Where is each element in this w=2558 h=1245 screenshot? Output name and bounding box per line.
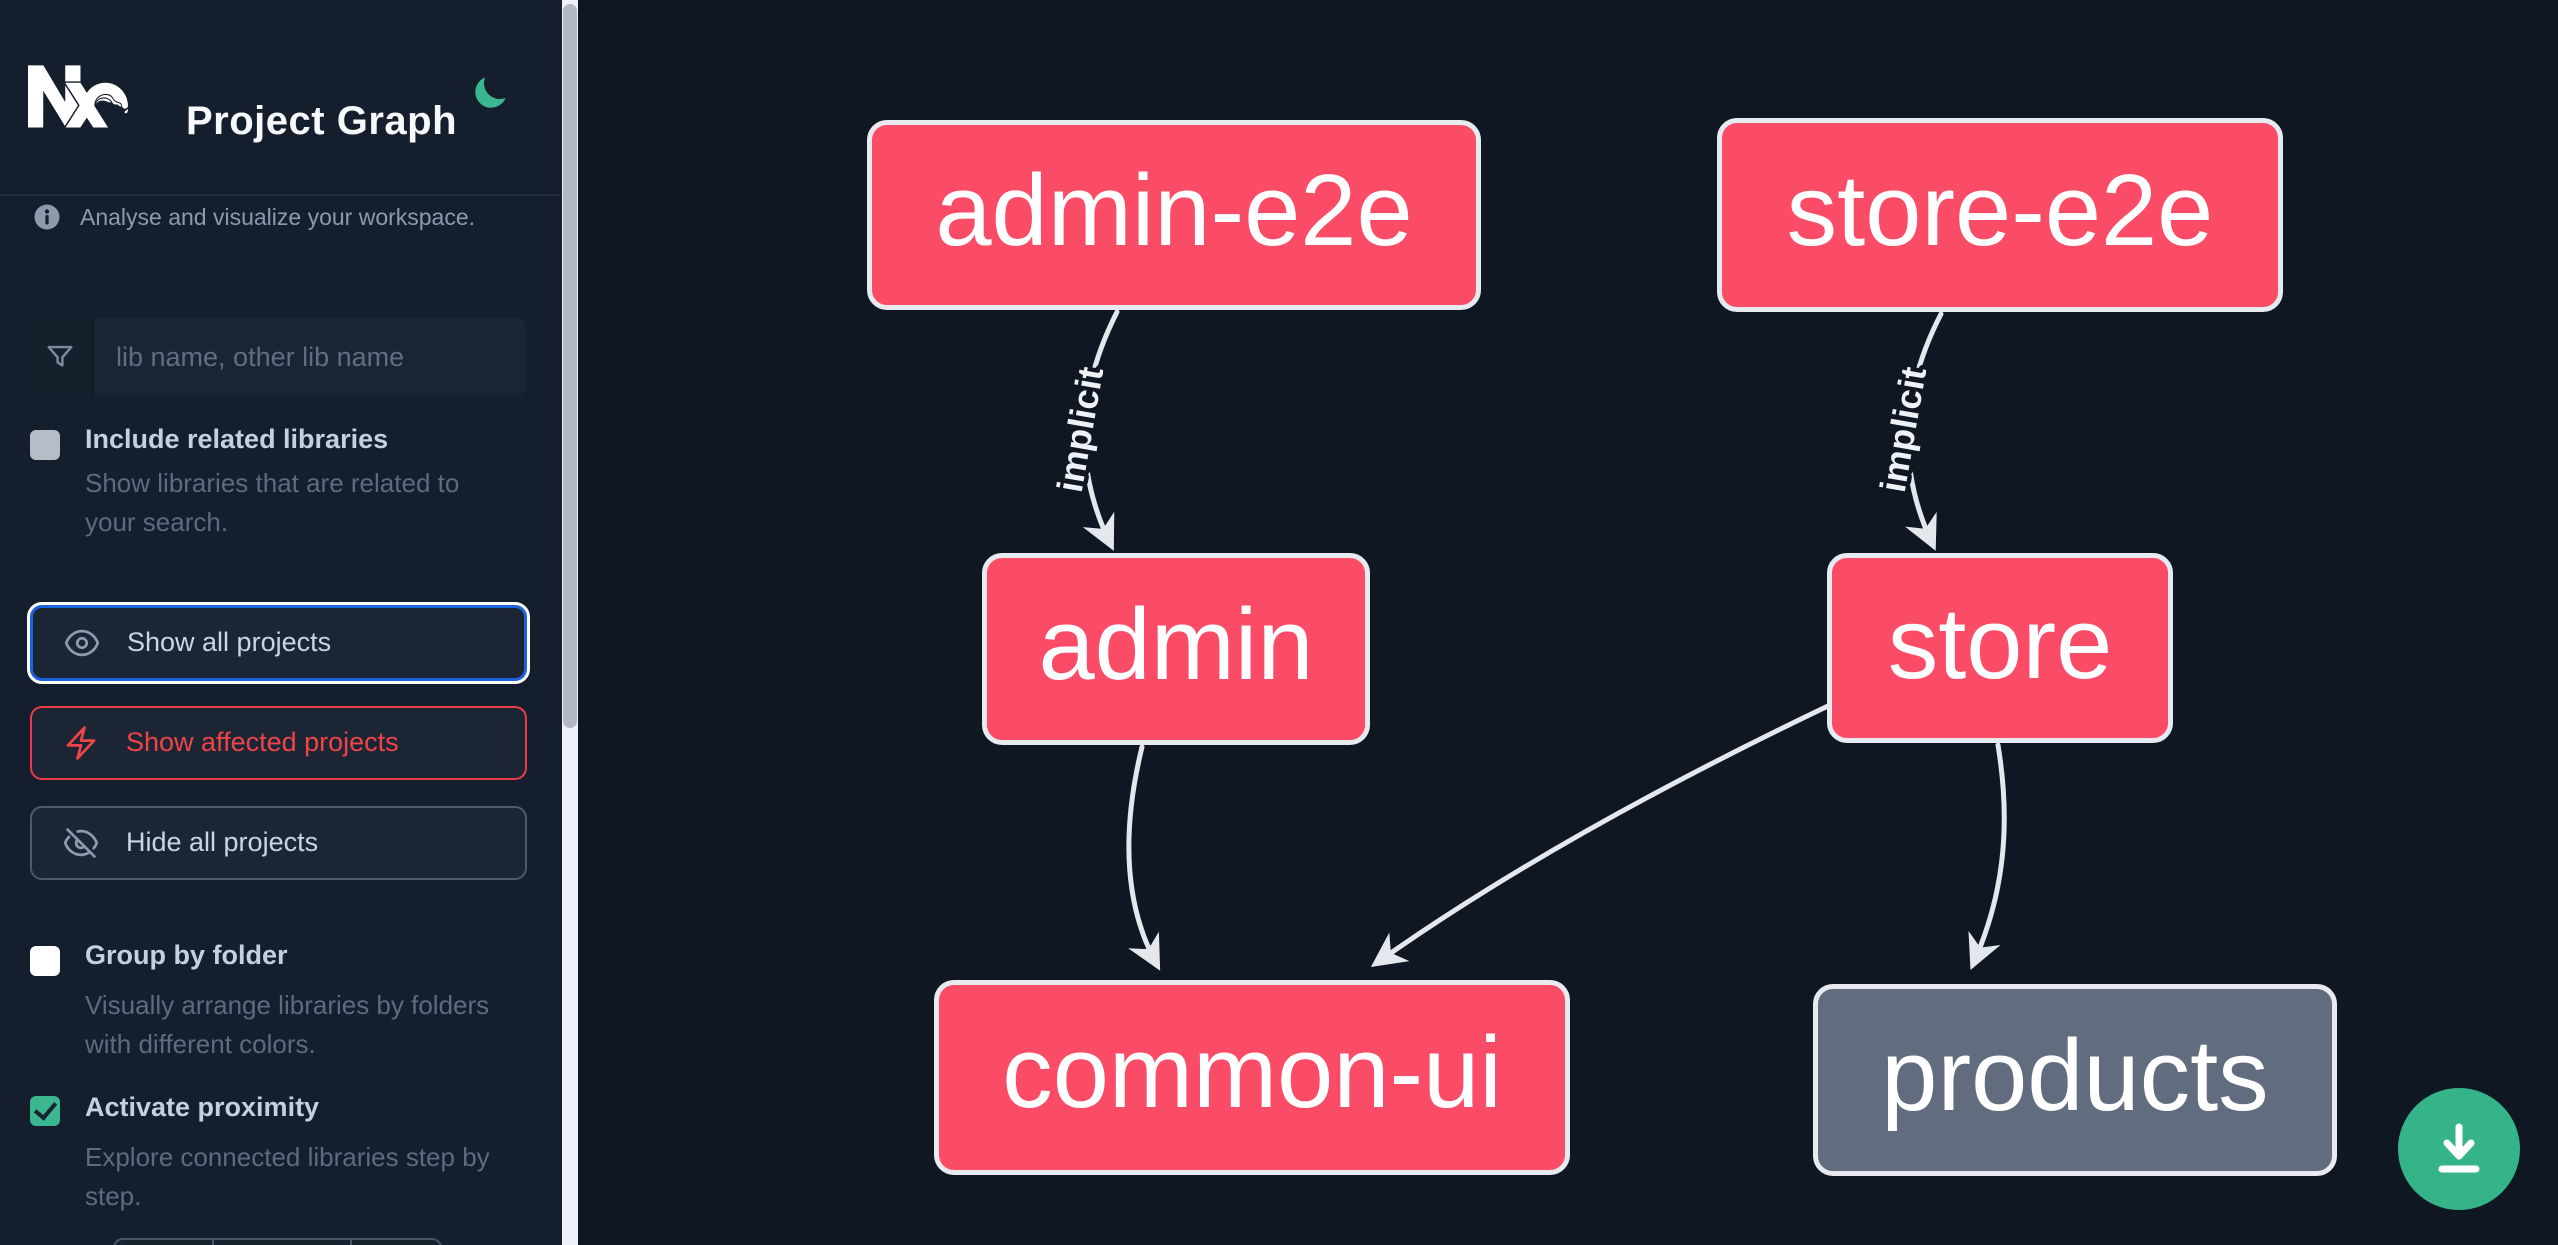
sidebar-scrollbar[interactable] — [562, 0, 578, 1245]
include-related-libraries-checkbox[interactable] — [30, 430, 60, 460]
node-label: admin-e2e — [935, 154, 1413, 267]
edge-admin-common-ui — [1126, 744, 1161, 971]
theme-toggle-button[interactable] — [468, 70, 514, 116]
hide-all-projects-button[interactable]: Hide all projects — [30, 806, 527, 880]
eye-off-icon — [63, 828, 99, 858]
activate-proximity-label[interactable]: Activate proximity — [85, 1092, 320, 1122]
show-all-projects-button[interactable]: Show all projects — [27, 602, 530, 684]
info-icon — [34, 204, 60, 230]
graph-node-store-e2e[interactable]: store-e2e — [1717, 118, 2283, 312]
search-bar — [28, 318, 526, 396]
include-related-libraries-label[interactable]: Include related libraries — [85, 424, 389, 454]
stepper-divider — [212, 1240, 214, 1245]
lightning-bolt-icon — [66, 726, 96, 760]
activate-proximity-checkbox[interactable] — [30, 1096, 60, 1126]
graph-node-admin[interactable]: admin — [982, 553, 1370, 745]
stepper-divider — [350, 1240, 352, 1245]
sidebar: Project Graph Analyse and visualize your… — [0, 0, 562, 1245]
filter-icon — [28, 318, 94, 396]
edge-label-implicit: implicit — [1872, 364, 1934, 495]
include-related-libraries-description: Show libraries that are related to your … — [85, 468, 460, 537]
eye-icon — [64, 629, 100, 657]
show-affected-projects-label: Show affected projects — [126, 726, 399, 757]
node-label: admin — [1038, 588, 1314, 701]
edge-label-implicit: implicit — [1049, 364, 1111, 495]
graph-node-store[interactable]: store — [1827, 553, 2173, 743]
graph-node-common-ui[interactable]: common-ui — [934, 980, 1570, 1175]
group-by-folder-label[interactable]: Group by folder — [85, 940, 288, 970]
download-graph-button[interactable] — [2398, 1088, 2520, 1210]
download-icon — [2438, 1123, 2480, 1173]
hide-all-projects-label: Hide all projects — [126, 826, 319, 857]
graph-node-admin-e2e[interactable]: admin-e2e — [867, 120, 1481, 310]
activate-proximity-description: Explore connected libraries step by step… — [85, 1142, 490, 1211]
moon-icon — [475, 76, 506, 108]
node-label: common-ui — [1002, 1017, 1502, 1129]
page-title: Project Graph — [186, 98, 458, 143]
group-by-folder-description: Visually arrange libraries by folders wi… — [85, 990, 490, 1059]
node-label: store — [1887, 587, 2113, 700]
nx-logo — [28, 65, 128, 128]
info-row: Analyse and visualize your workspace. — [32, 202, 532, 232]
edge-store-common-ui — [1370, 703, 1831, 968]
edge-store-products — [1968, 742, 2007, 971]
show-affected-projects-button[interactable]: Show affected projects — [30, 706, 527, 780]
proximity-stepper-peek[interactable] — [113, 1238, 442, 1245]
edge-admin-e2e-admin — [1082, 309, 1120, 551]
group-by-folder-checkbox[interactable] — [30, 946, 60, 976]
node-label: products — [1881, 1019, 2269, 1132]
show-all-projects-label: Show all projects — [127, 626, 332, 657]
edge-store-e2e-store — [1905, 311, 1944, 551]
node-label: store-e2e — [1786, 154, 2214, 267]
header-divider — [0, 194, 562, 196]
sidebar-scrollbar-thumb[interactable] — [563, 4, 577, 728]
graph-node-products[interactable]: products — [1813, 984, 2337, 1176]
info-text: Analyse and visualize your workspace. — [80, 203, 476, 230]
search-input[interactable] — [94, 318, 526, 396]
